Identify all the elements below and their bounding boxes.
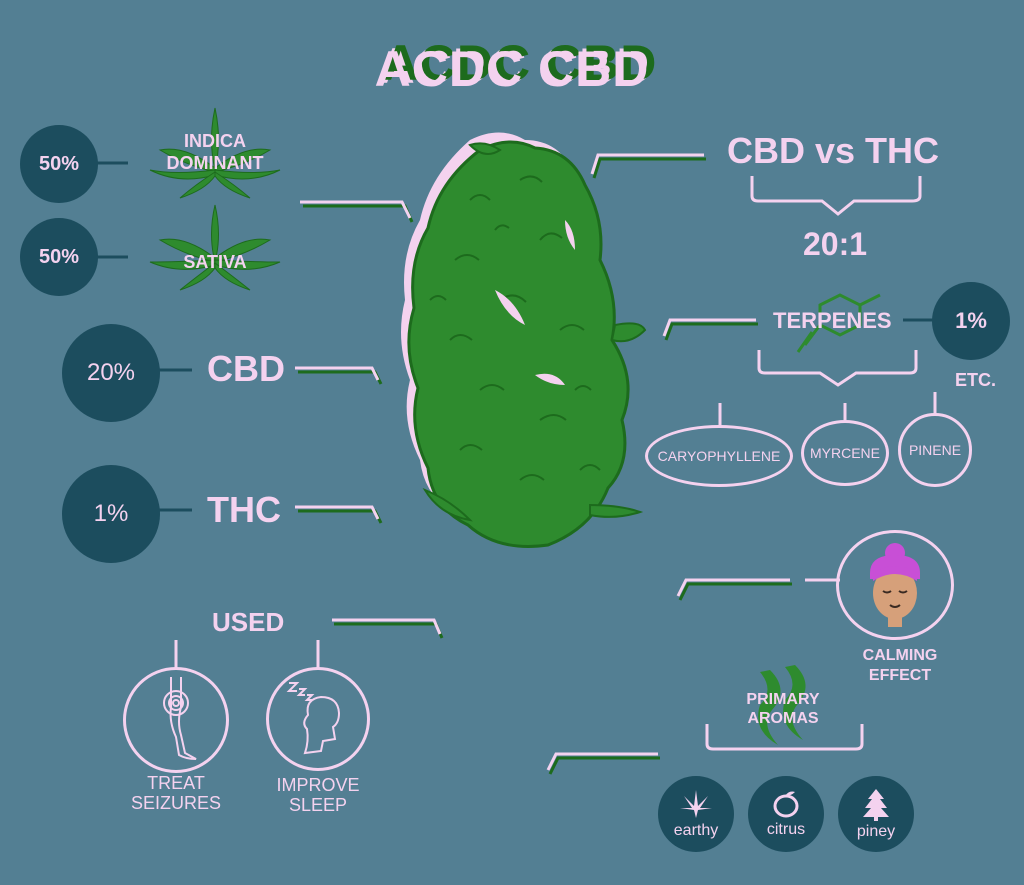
aromas-heading-line1: PRIMARY [746,691,820,708]
aroma-label: citrus [766,821,806,838]
aroma-item: piney [838,776,914,852]
sleeping-head-icon [266,667,370,771]
bud-body [407,140,630,548]
aromas-heading: PRIMARY AROMAS [728,690,838,728]
bud-texture [429,175,601,481]
lemon-icon [773,791,799,818]
used-item-line1: IMPROVE [276,775,360,795]
indica-label-line2: DOMINANT [166,153,264,173]
used-item-line2: SEIZURES [130,793,222,813]
thc-percent-badge: 1% [62,465,160,563]
aroma-label: piney [856,823,896,840]
leaf-icon [680,790,712,818]
calming-effect-label: CALMING EFFECT [845,646,955,686]
calm-face-icon [836,530,954,640]
terpene-item: PINENE [898,413,972,487]
braces [705,176,922,751]
terpene-item: MYRCENE [801,420,889,486]
terpenes-percent-badge: 1% [932,282,1010,360]
aroma-item: earthy [658,776,734,852]
ratio-value: 20:1 [802,226,868,262]
page-title: ACDC CBD [374,41,650,97]
calming-effect-line1: CALMING [862,647,938,664]
calming-effect-line2: EFFECT [868,667,932,684]
indica-label-line1: INDICA [184,131,246,151]
terpene-item: CARYOPHYLLENE [645,425,793,487]
aroma-swirl-icon [758,665,806,745]
aroma-label: earthy [673,822,719,839]
sativa-label: SATIVA [183,252,247,272]
aromas-heading-line2: AROMAS [747,710,819,727]
molecule-icon [796,293,881,353]
used-heading: USED [212,607,285,637]
sleeping-head-drawing [286,682,341,755]
terpenes-etc-label: ETC. [955,370,997,390]
used-item-label: IMPROVE SLEEP [258,775,378,815]
thc-label: THC [207,489,281,530]
aroma-item: citrus [748,776,824,852]
leg-target-icon [123,667,229,773]
bud-leaves [422,142,647,522]
sativa-leaf-icon [149,204,281,291]
leg-target-drawing [163,677,197,760]
indica-percent-badge: 50% [20,125,98,203]
used-item-line1: TREAT [147,773,205,793]
terpenes-label: TERPENES [773,308,892,333]
used-item-label: TREAT SEIZURES [113,773,239,813]
used-item-line2: SLEEP [288,795,348,815]
indica-label: INDICA DOMINANT [150,130,280,174]
ratio-heading: CBD vs THC [727,130,940,171]
sativa-percent-badge: 50% [20,218,98,296]
cbd-percent-badge: 20% [62,324,160,422]
pine-tree-icon [863,789,889,821]
indica-leaf-icon [149,107,281,199]
cbd-label: CBD [207,348,285,389]
calm-face-drawing [870,543,920,627]
